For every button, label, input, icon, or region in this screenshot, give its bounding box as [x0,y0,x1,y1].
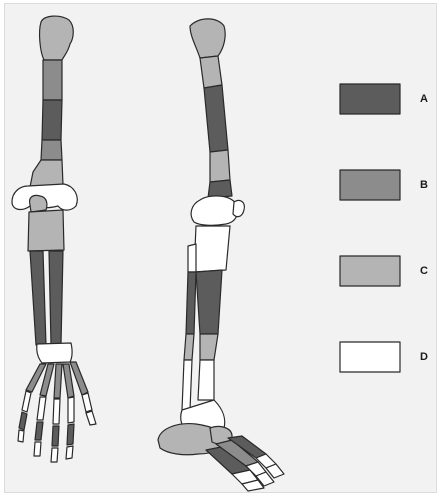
humerus-head [40,16,74,60]
legend-label-b: B [420,179,428,191]
legend [340,84,400,372]
femur-head [190,19,225,58]
olecranon [30,195,47,212]
fibula-distal [182,360,192,410]
forearm-ulna [49,251,63,345]
metacarpals [26,362,88,398]
humerus-shaft-lower [41,140,62,160]
legend-label-a: A [420,93,428,105]
legend-swatch-d [340,342,400,372]
femur-shaft-lower [210,150,230,182]
humerus-shaft-upper [43,60,62,100]
digits [18,391,96,462]
legend-swatch-c [340,256,400,286]
legend-label-d: D [420,351,428,363]
hindlimb [158,19,284,491]
fibula-shaft-upper [186,272,196,334]
patella [233,200,244,216]
humerus-distal [30,160,63,187]
forearm-radius [30,251,46,345]
fibula-shaft-lower [184,334,194,360]
tibia-shaft-upper [196,270,222,334]
carpals [37,343,72,363]
forearm-proximal [28,210,64,251]
fibula-head [188,244,196,272]
forelimb [12,16,96,462]
knee-joint [191,196,237,225]
humerus-shaft-mid [42,100,62,140]
tibia-distal [198,360,214,400]
femur-distal [208,180,232,198]
legend-label-c: C [420,265,428,277]
legend-swatch-a [340,84,400,114]
tibia-proximal [194,226,230,272]
tibia-shaft-lower [200,334,218,360]
femur-shaft-upper [200,56,222,88]
femur-shaft-mid [204,85,228,152]
legend-swatch-b [340,170,400,200]
